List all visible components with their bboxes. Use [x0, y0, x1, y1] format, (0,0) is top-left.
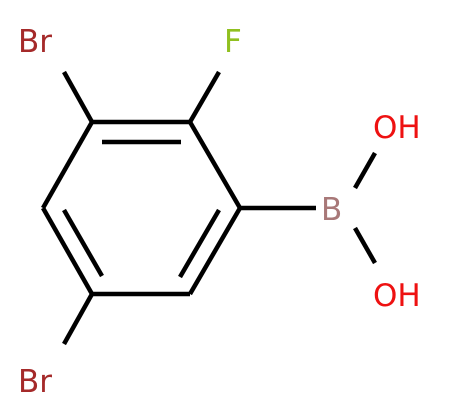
bond-c2-c1 [188, 120, 242, 210]
atom-oh-top: OH [373, 110, 421, 146]
atom-br-bottom: Br [18, 364, 52, 400]
atom-f: F [224, 24, 242, 60]
bond-c5-c4 [41, 206, 94, 296]
bond-b-oh-bottom [353, 226, 377, 265]
atom-br-top: Br [18, 24, 52, 60]
benzene-ring [41, 119, 242, 297]
bond-c1-c6-inner [178, 208, 221, 279]
bond-c1-c6 [188, 206, 242, 296]
bond-c5-br [62, 292, 94, 346]
bond-c3-br [62, 70, 94, 124]
bond-b-oh-top [353, 151, 377, 190]
bond-c5-c4-inner [62, 208, 104, 278]
atom-b: B [321, 192, 342, 228]
atom-oh-bottom: OH [373, 278, 421, 314]
bond-c2-f [188, 70, 221, 124]
bond-c4-c3 [41, 120, 94, 210]
